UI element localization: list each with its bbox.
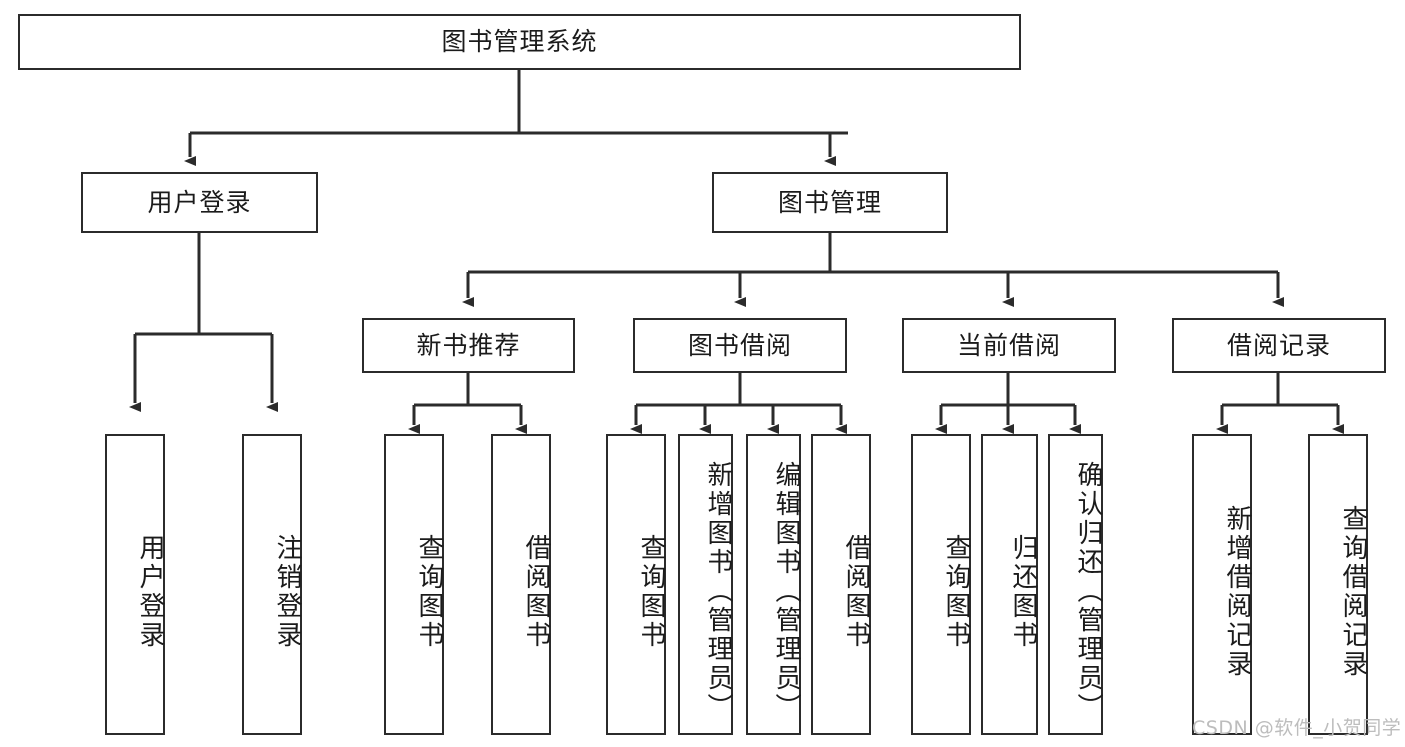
node-leaf-cur-query-books[interactable]: 查询图书 <box>911 434 971 735</box>
node-leaf-nb-borrow-books[interactable]: 借阅图书 <box>491 434 551 735</box>
node-leaf-rec-add-record-label: 新增借阅记录 <box>1222 504 1252 679</box>
node-leaf-bw-edit-book-admin-label: 编辑图书（管理员） <box>771 461 801 722</box>
node-leaf-bw-edit-book-admin[interactable]: 编辑图书（管理员） <box>746 434 801 735</box>
node-user-login-label: 用户登录 <box>147 187 252 217</box>
node-leaf-rec-add-record[interactable]: 新增借阅记录 <box>1192 434 1252 735</box>
node-book-borrow[interactable]: 图书借阅 <box>633 318 847 373</box>
node-book-borrow-label: 图书借阅 <box>687 330 792 360</box>
node-borrow-records[interactable]: 借阅记录 <box>1172 318 1386 373</box>
node-leaf-cur-confirm-return-admin-label: 确认归还（管理员） <box>1073 461 1103 722</box>
node-new-book-recommend-label: 新书推荐 <box>416 330 521 360</box>
node-leaf-user-login-label: 用户登录 <box>135 533 165 650</box>
node-leaf-logout[interactable]: 注销登录 <box>242 434 302 735</box>
node-leaf-nb-borrow-books-label: 借阅图书 <box>521 533 551 650</box>
node-leaf-cur-return-books-label: 归还图书 <box>1008 533 1038 650</box>
node-leaf-bw-borrow-books[interactable]: 借阅图书 <box>811 434 871 735</box>
node-leaf-bw-query-books-label: 查询图书 <box>636 533 666 650</box>
node-leaf-nb-query-books[interactable]: 查询图书 <box>384 434 444 735</box>
node-current-borrow[interactable]: 当前借阅 <box>902 318 1116 373</box>
node-leaf-cur-query-books-label: 查询图书 <box>941 533 971 650</box>
node-leaf-bw-add-book-admin-label: 新增图书（管理员） <box>703 461 733 722</box>
node-leaf-rec-query-record-label: 查询借阅记录 <box>1338 504 1368 679</box>
node-root[interactable]: 图书管理系统 <box>18 14 1021 70</box>
node-root-label: 图书管理系统 <box>441 27 598 56</box>
node-leaf-cur-return-books[interactable]: 归还图书 <box>981 434 1038 735</box>
node-book-management-label: 图书管理 <box>777 187 882 217</box>
node-leaf-cur-confirm-return-admin[interactable]: 确认归还（管理员） <box>1048 434 1103 735</box>
node-user-login[interactable]: 用户登录 <box>81 172 318 233</box>
node-leaf-bw-query-books[interactable]: 查询图书 <box>606 434 666 735</box>
node-book-management[interactable]: 图书管理 <box>712 172 948 233</box>
node-current-borrow-label: 当前借阅 <box>956 330 1061 360</box>
node-leaf-bw-borrow-books-label: 借阅图书 <box>841 533 871 650</box>
node-leaf-nb-query-books-label: 查询图书 <box>414 533 444 650</box>
node-leaf-logout-label: 注销登录 <box>272 533 302 650</box>
node-leaf-bw-add-book-admin[interactable]: 新增图书（管理员） <box>678 434 733 735</box>
node-leaf-rec-query-record[interactable]: 查询借阅记录 <box>1308 434 1368 735</box>
node-leaf-user-login[interactable]: 用户登录 <box>105 434 165 735</box>
node-borrow-records-label: 借阅记录 <box>1226 330 1331 360</box>
csdn-watermark: CSDN @软件_小贺同学 <box>1192 717 1402 739</box>
node-new-book-recommend[interactable]: 新书推荐 <box>362 318 575 373</box>
